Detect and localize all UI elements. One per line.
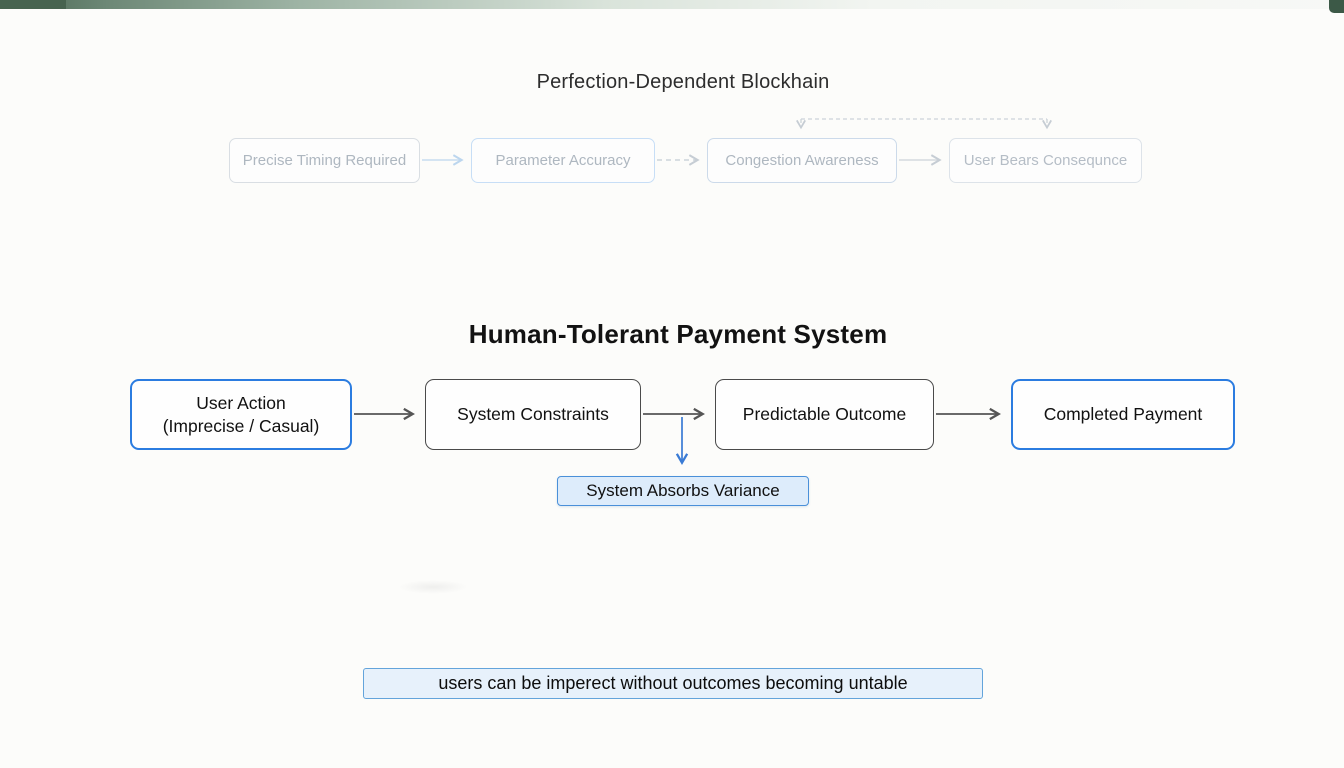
top-accent-right-corner bbox=[1329, 0, 1344, 13]
blockchain-diagram-title: Perfection-Dependent Blockhain bbox=[536, 71, 830, 93]
node-label: Congestion Awareness bbox=[725, 152, 879, 169]
node-precise-timing: Precise Timing Required bbox=[229, 138, 420, 183]
node-user-action: User Action (Imprecise / Casual) bbox=[130, 379, 352, 450]
bottom-caption-text: users can be imperect without outcomes b… bbox=[438, 673, 908, 693]
node-system-constraints: System Constraints bbox=[425, 379, 641, 450]
top-accent-left-block bbox=[0, 0, 66, 9]
node-label: Parameter Accuracy bbox=[495, 152, 631, 169]
node-label-line2: (Imprecise / Casual) bbox=[162, 415, 320, 436]
node-label: Completed Payment bbox=[1043, 404, 1203, 425]
variance-note-label: System Absorbs Variance bbox=[586, 481, 780, 500]
top-accent-bar bbox=[0, 0, 1344, 9]
bottom-caption: users can be imperect without outcomes b… bbox=[363, 668, 983, 699]
node-user-bears-consequence: User Bears Consequnce bbox=[949, 138, 1142, 183]
node-label: Precise Timing Required bbox=[242, 152, 407, 169]
node-predictable-outcome: Predictable Outcome bbox=[715, 379, 934, 450]
faint-smudge bbox=[398, 580, 468, 594]
node-label: Predictable Outcome bbox=[742, 404, 907, 425]
payment-diagram-title: Human-Tolerant Payment System bbox=[468, 319, 888, 349]
node-parameter-accuracy: Parameter Accuracy bbox=[471, 138, 655, 183]
node-completed-payment: Completed Payment bbox=[1011, 379, 1235, 450]
node-congestion-awareness: Congestion Awareness bbox=[707, 138, 897, 183]
node-label-line1: User Action bbox=[196, 392, 286, 413]
variance-note: System Absorbs Variance bbox=[557, 476, 809, 506]
node-label: System Constraints bbox=[457, 404, 609, 425]
node-label: User Bears Consequnce bbox=[963, 152, 1128, 169]
